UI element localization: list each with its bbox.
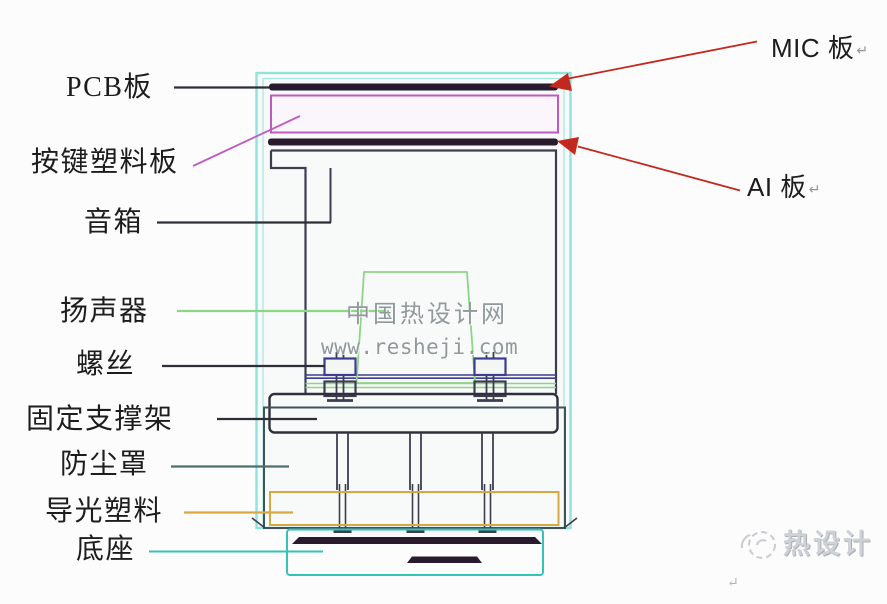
- label-mic-board-text: MIC 板: [771, 33, 855, 63]
- light-guide-plastic-rect: [269, 491, 560, 526]
- logo-icon-circle: [748, 531, 776, 559]
- ai-board-arrow: [557, 137, 741, 192]
- base-plate-bar: [292, 537, 542, 544]
- label-button-plastic-panel: 按键塑料板: [31, 147, 179, 178]
- mic-return-mark: ↵: [856, 42, 869, 58]
- label-base: 底座: [76, 534, 136, 565]
- base-foot-bar: [407, 556, 482, 563]
- label-speaker-enclosure: 音箱: [84, 207, 144, 238]
- mic-board-arrow: [549, 40, 758, 91]
- label-pcb-board: PCB板: [66, 72, 153, 103]
- label-mic-board: MIC 板↵: [771, 35, 868, 61]
- mic-pcb-bar: [269, 83, 558, 91]
- base-rect: [286, 528, 544, 576]
- label-light-guide-plastic: 导光塑料: [45, 496, 164, 527]
- screw-right: [473, 352, 507, 402]
- resheji-logo-icon: [740, 531, 776, 559]
- ai-board-bar: [268, 138, 558, 146]
- speaker-enclosure-outline: [269, 149, 558, 394]
- screw-left-nut: [323, 380, 357, 398]
- dust-cover-corner-tick-right: [563, 517, 578, 529]
- label-ai-board: AI 板↵: [747, 174, 821, 200]
- label-fixed-support-bracket: 固定支撑架: [26, 404, 174, 435]
- watermark-site-url: www.resheji.com: [321, 335, 519, 359]
- ai-arrow-line: [577, 145, 741, 192]
- screw-left-head: [323, 357, 357, 377]
- mic-arrow-line: [565, 40, 758, 80]
- mic-arrow-head: [549, 73, 572, 91]
- outer-shell-rect: [255, 71, 572, 530]
- support-posts: [333, 433, 497, 533]
- dust-cover-rect: [263, 406, 566, 529]
- label-loudspeaker: 扬声器: [60, 296, 149, 327]
- logo-icon-arc-inner: [756, 539, 767, 546]
- button-panel-leader-line: [192, 115, 301, 167]
- ai-return-mark: ↵: [808, 181, 821, 197]
- label-ai-board-text: AI 板: [747, 172, 807, 202]
- stray-return-mark: ↵: [727, 576, 739, 591]
- screw-right-head: [473, 357, 507, 377]
- ai-arrow-head: [557, 137, 579, 155]
- label-screw: 螺丝: [76, 349, 136, 380]
- button-plastic-panel-rect: [270, 94, 559, 134]
- logo-icon-arc-left: [740, 534, 751, 549]
- support-bracket-rect: [268, 392, 559, 434]
- screw-right-nut: [473, 380, 507, 398]
- dust-cover-corner-tick-left: [251, 517, 266, 529]
- label-dust-cover: 防尘罩: [60, 449, 149, 480]
- watermark-site-name: 中国热设计网: [346, 302, 508, 328]
- screw-left: [323, 352, 357, 402]
- resheji-logo-text: 热设计: [783, 529, 873, 559]
